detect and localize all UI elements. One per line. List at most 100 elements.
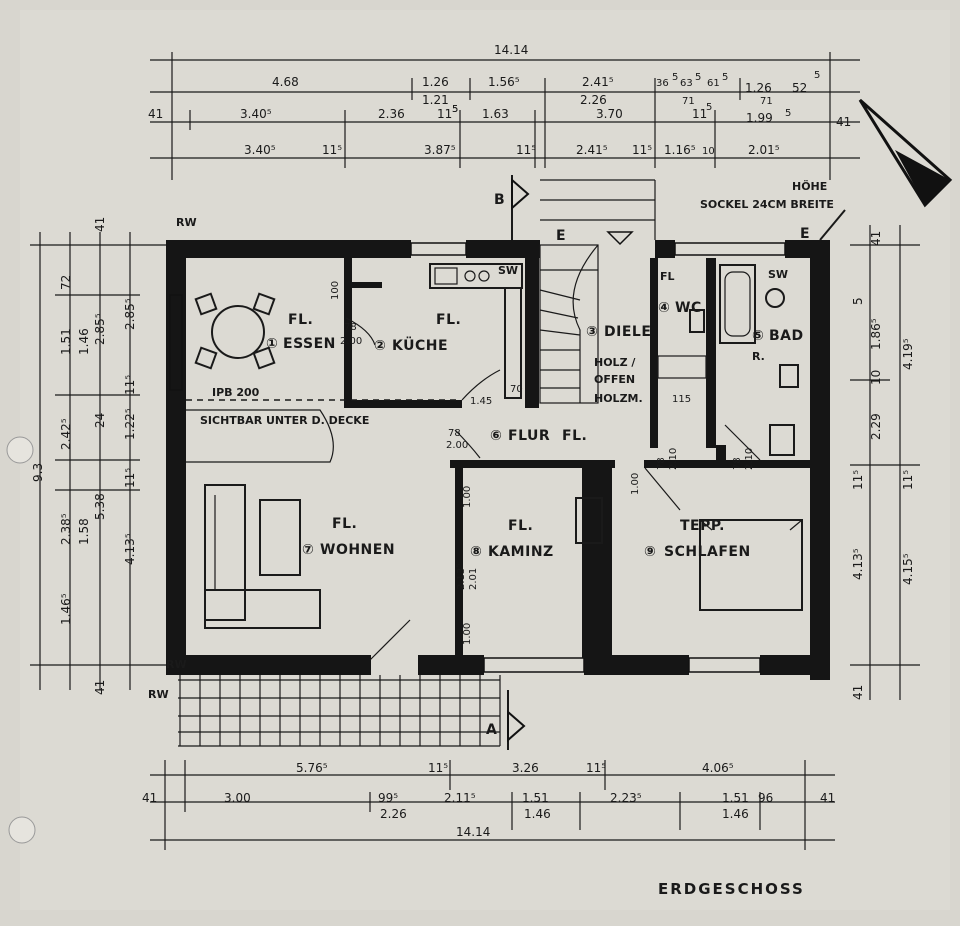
holz-note-2: OFFEN xyxy=(594,373,635,386)
int-dim-1: 100 xyxy=(330,281,341,300)
r-note: R. xyxy=(752,350,765,363)
room-essen-floor: FL. xyxy=(288,312,313,328)
left-dim-8: 2.42⁵ xyxy=(59,418,73,450)
room-wc-name: WC xyxy=(675,300,702,316)
top-r2-1: 41 xyxy=(148,107,163,121)
room-essen-name: ESSEN xyxy=(283,336,336,352)
bottom-r1-2: 11⁵ xyxy=(428,761,448,775)
left-dim-13: 1.58 xyxy=(77,518,91,545)
room-essen-num: ① xyxy=(266,336,278,352)
bottom-r2-5: 1.51 xyxy=(522,791,549,805)
top-r2-9: 5 xyxy=(706,102,712,113)
top-dim-7: 63 xyxy=(680,78,693,89)
entry-e2-pointer xyxy=(819,209,846,241)
sichtbar-label: SICHTBAR UNTER D. DECKE xyxy=(200,414,369,427)
right-dim-2: 5 xyxy=(851,297,865,305)
room-bad-num: ⑤ xyxy=(752,328,764,344)
section-b-label: B xyxy=(494,192,505,208)
toilet-wc-icon xyxy=(689,309,705,333)
int-dim-9: 2.13⁵ xyxy=(456,564,467,590)
fireplace-icon xyxy=(575,497,603,544)
terrace-grid xyxy=(178,675,501,747)
right-dim-9: 4.13⁵ xyxy=(851,548,865,580)
top-r2-3: 2.36 xyxy=(378,107,405,121)
room-wohnen-name: WOHNEN xyxy=(320,542,395,558)
room-schlafen-floor: TEPP. xyxy=(680,518,725,534)
int-dim-3: 2.00 xyxy=(340,336,362,347)
top-r3-6: 11⁵ xyxy=(632,143,652,157)
left-dim-7: 11⁵ xyxy=(123,375,137,395)
toilet-bad-icon xyxy=(779,364,799,388)
top-r3-3: 3.87⁵ xyxy=(424,143,456,157)
top-dim-1: 4.68 xyxy=(272,75,299,89)
punch-hole-top xyxy=(6,436,34,464)
top-r2-8: 11 xyxy=(692,107,707,121)
cabinet-icon xyxy=(657,355,707,379)
section-marker-b xyxy=(511,175,530,240)
entry-arrow-icon xyxy=(606,231,634,246)
top-r3-1: 3.40⁵ xyxy=(244,143,276,157)
entry-e-label: E xyxy=(556,228,566,244)
top-r3-2: 11⁵ xyxy=(322,143,342,157)
kitchen-counter-icon xyxy=(429,263,523,399)
int-dim-4: 70 xyxy=(510,384,523,395)
bottom-r2-2: 3.00 xyxy=(224,791,251,805)
top-dim-6: 5 xyxy=(672,72,678,83)
right-dim-1: 41 xyxy=(869,231,883,246)
right-dim-11: 41 xyxy=(851,685,865,700)
right-dim-8: 11⁵ xyxy=(901,470,915,490)
room-wc-num: ④ xyxy=(658,300,670,316)
bottom-r2-4: 2.11⁵ xyxy=(444,791,476,805)
room-flur-name: FLUR xyxy=(508,428,550,444)
top-dim-10: 5 xyxy=(722,72,728,83)
left-dim-3: 1.51 xyxy=(59,328,73,355)
heater-icon xyxy=(769,424,795,456)
room-flur-num: ⑥ xyxy=(490,428,502,444)
top-r3-9: 2.01⁵ xyxy=(748,143,780,157)
left-dim-11: 11⁵ xyxy=(123,468,137,488)
left-dim-1: 41 xyxy=(93,217,107,232)
sofa-icon xyxy=(204,484,321,629)
section-a-label: A xyxy=(486,722,497,738)
bed-icon xyxy=(699,519,803,611)
bottom-r2-9: 41 xyxy=(820,791,835,805)
top-sub-5: 71 xyxy=(760,96,773,107)
top-r2-10: 1.99 xyxy=(746,111,773,125)
room-flur-floor: FL. xyxy=(562,428,587,444)
top-r2-2: 3.40⁵ xyxy=(240,107,272,121)
bottom-r1-4: 11⁵ xyxy=(586,761,606,775)
top-r2-4: 11 xyxy=(437,107,452,121)
room-wohnen-num: ⑦ xyxy=(302,542,314,558)
left-dim-16: 1.46⁵ xyxy=(59,593,73,625)
entry-e2-label: E xyxy=(800,226,810,242)
room-wohnen-floor: FL. xyxy=(332,516,357,532)
room-schlafen-name: SCHLAFEN xyxy=(664,544,751,560)
int-dim-2: 78 xyxy=(344,322,357,333)
bottom-r1-1: 5.76⁵ xyxy=(296,761,328,775)
top-dim-5: 36 xyxy=(656,78,669,89)
left-dimension-lines xyxy=(30,232,170,690)
int-dim-16: 1.00 xyxy=(630,473,641,495)
top-r2-11: 5 xyxy=(785,108,791,119)
top-dim-13: 5 xyxy=(814,70,820,81)
left-dim-10: 1.22⁵ xyxy=(123,408,137,440)
left-dim-2: 72 xyxy=(59,275,73,290)
right-dim-5: 10 xyxy=(869,370,883,385)
left-dim-5: 2.85⁵ xyxy=(93,313,107,345)
left-dim-12: 2.38⁵ xyxy=(59,513,73,545)
bottom-sub-3: 1.46 xyxy=(722,807,749,821)
int-dim-13: 2.10 xyxy=(668,448,679,470)
left-dim-4: 1.46 xyxy=(77,328,91,355)
top-r2-6: 1.63 xyxy=(482,107,509,121)
north-arrow-fill-icon xyxy=(895,150,950,205)
room-bad-name: BAD xyxy=(769,328,804,344)
int-dim-14: 78 xyxy=(732,457,743,470)
int-dim-6: 78 xyxy=(448,428,461,439)
top-r3-8: 10 xyxy=(702,146,715,157)
note-hoehe: HÖHE xyxy=(792,179,827,193)
holz-note-3: HOLZM. xyxy=(594,392,643,405)
int-dim-15: 2.10 xyxy=(744,448,755,470)
top-dim-12: 52 xyxy=(792,81,807,95)
room-schlafen-num: ⑨ xyxy=(644,544,656,560)
room-kaminz-name: KAMINZ xyxy=(488,544,554,560)
